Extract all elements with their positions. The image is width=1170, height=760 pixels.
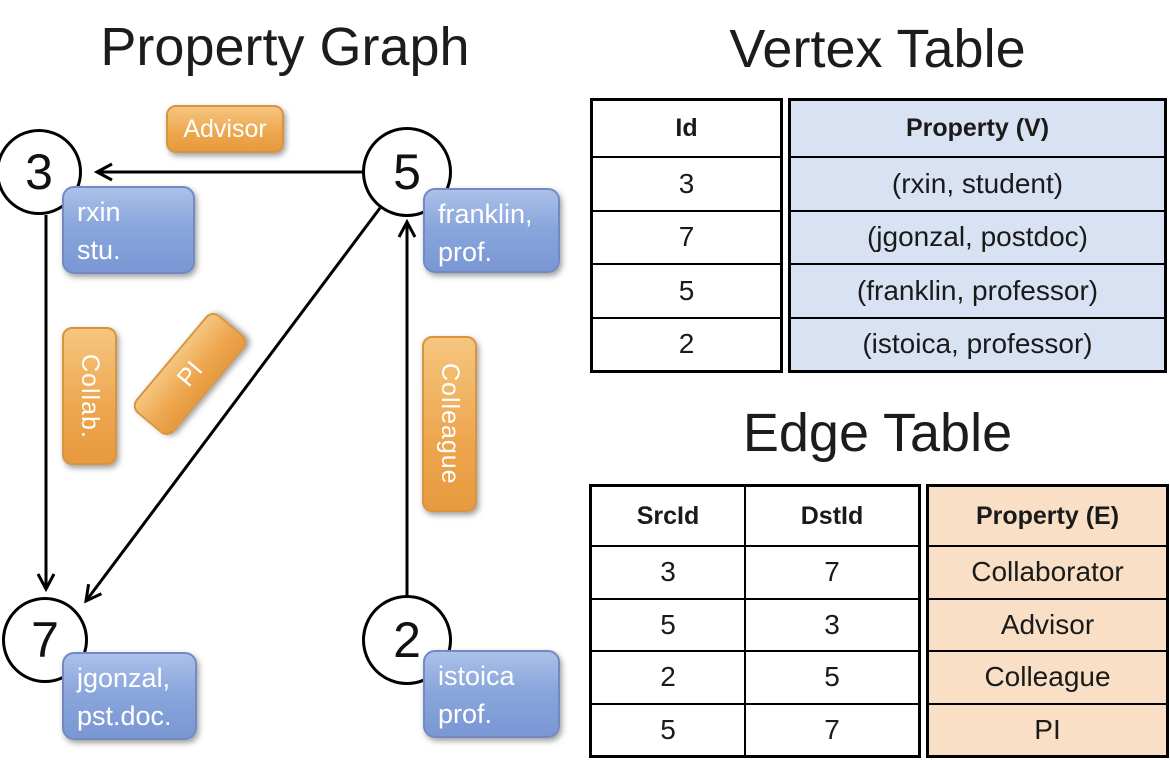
vertex-label-line: pst.doc. <box>77 701 172 732</box>
table-cell: 3 <box>744 597 918 650</box>
table-cell: (istoica, professor) <box>791 316 1164 371</box>
table-cell: Advisor <box>929 597 1166 651</box>
vertex-id: 5 <box>393 144 421 200</box>
table-cell: 2 <box>593 316 780 371</box>
table-cell: 7 <box>593 209 780 264</box>
edge-table-title: Edge Table <box>742 403 1013 463</box>
table-cell: 5 <box>592 702 744 756</box>
table-cell: (franklin, professor) <box>791 263 1164 317</box>
vertex-label-line: prof. <box>438 237 493 268</box>
graph-title: Property Graph <box>100 17 470 77</box>
edge-table-id-columns: SrcId DstId 3 7 5 3 2 5 5 7 <box>589 484 921 758</box>
table-cell: Colleague <box>929 650 1166 703</box>
table-cell: 5 <box>593 263 780 317</box>
table-cell: PI <box>929 702 1166 756</box>
table-cell: 5 <box>744 650 918 703</box>
edge-label-collab: Collab. <box>62 327 117 465</box>
edge-table-property-column: Property (E) Collaborator Advisor Collea… <box>926 484 1169 758</box>
table-cell: 7 <box>744 702 918 755</box>
table-cell: 3 <box>593 156 780 210</box>
vertex-table-property-column: Property (V) (rxin, student) (jgonzal, p… <box>788 98 1167 373</box>
edge-label-advisor: Advisor <box>166 105 284 153</box>
table-cell: (jgonzal, postdoc) <box>791 209 1164 264</box>
vertex-id: 3 <box>25 144 53 200</box>
column-header: Id <box>675 114 698 142</box>
graph-edges <box>0 0 585 760</box>
column-header: SrcId <box>636 501 700 530</box>
table-cell: 7 <box>744 545 918 598</box>
vertex-label-line: prof. <box>438 699 493 730</box>
table-cell: 2 <box>592 650 744 703</box>
vertex-label-rxin: rxin stu. <box>62 186 195 274</box>
column-header: Property (E) <box>975 501 1120 530</box>
column-header: DstId <box>744 487 918 545</box>
table-cell: Collaborator <box>929 545 1166 598</box>
vertex-label-franklin: franklin, prof. <box>423 188 560 273</box>
vertex-label-line: stu. <box>77 235 121 266</box>
vertex-id: 2 <box>393 612 421 668</box>
vertex-label-istoica: istoica prof. <box>423 650 560 738</box>
table-cell: 3 <box>592 545 744 598</box>
table-cell: (rxin, student) <box>791 156 1164 210</box>
table-cell: 5 <box>592 597 744 651</box>
column-header: Property (V) <box>905 114 1050 142</box>
edge-pi-line <box>86 207 382 601</box>
vertex-label-line: istoica <box>438 661 515 691</box>
vertex-label-line: franklin, <box>438 199 533 229</box>
edge-label-colleague: Colleague <box>422 336 477 512</box>
vertex-label-line: rxin <box>77 197 121 227</box>
vertex-label-jgonzal: jgonzal, pst.doc. <box>62 652 197 740</box>
vertex-id: 7 <box>31 612 59 668</box>
vertex-table-id-column: Id 3 7 5 2 <box>590 98 783 373</box>
vertex-label-line: jgonzal, <box>77 663 171 693</box>
vertex-table-title: Vertex Table <box>729 19 1026 79</box>
